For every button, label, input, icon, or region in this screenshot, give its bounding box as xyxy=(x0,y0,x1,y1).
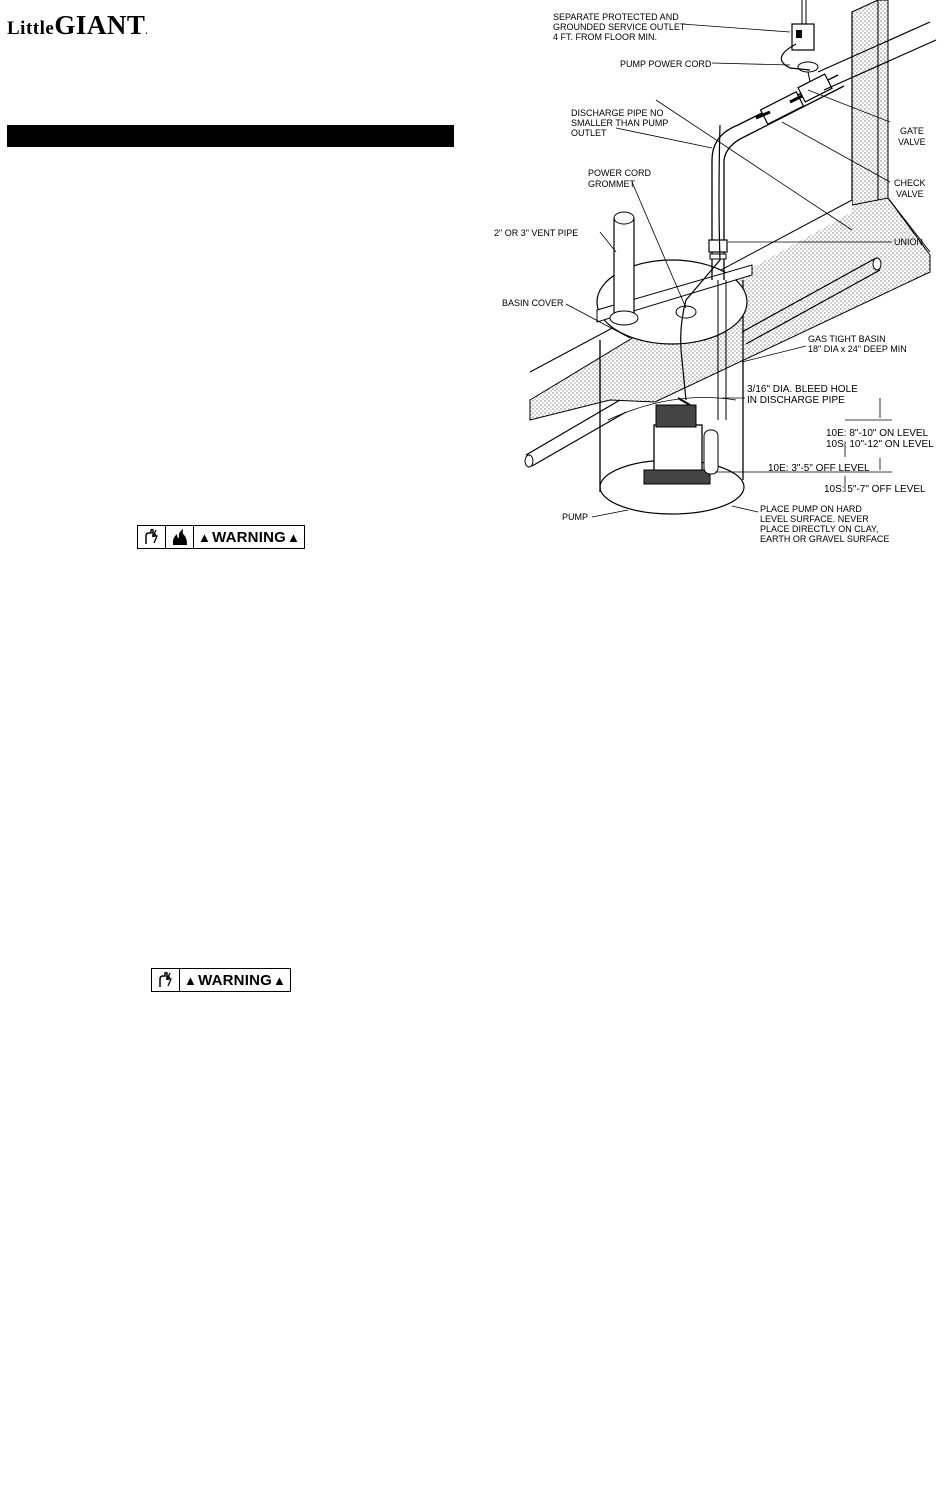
logo-little: Little xyxy=(7,18,55,39)
label-outlet: SEPARATE PROTECTED AND xyxy=(553,12,679,22)
label-surface: LEVEL SURFACE. NEVER xyxy=(760,514,869,524)
basement-wall xyxy=(851,0,889,230)
section-title-bar xyxy=(7,125,454,147)
label-on-level: 10E: 8"-10" ON LEVEL xyxy=(826,428,929,439)
sump-installation-diagram: SEPARATE PROTECTED AND GROUNDED SERVICE … xyxy=(494,0,937,544)
vent-pipe xyxy=(609,211,639,326)
label-surface: PLACE DIRECTLY ON CLAY, xyxy=(760,524,878,534)
electric-shock-icon xyxy=(152,969,180,991)
label-discharge: OUTLET xyxy=(571,128,607,138)
diagram-labels: SEPARATE PROTECTED AND GROUNDED SERVICE … xyxy=(494,12,934,544)
leader-lines xyxy=(565,23,892,518)
label-gas-basin: 18" DIA x 24" DEEP MIN xyxy=(808,344,907,354)
warning-text: WARNING xyxy=(198,971,272,989)
warning-triangle-icon: ▲ xyxy=(198,529,212,545)
discharge-pipe xyxy=(708,74,845,420)
check-valve xyxy=(755,90,805,126)
electric-shock-icon xyxy=(138,526,166,548)
warning-triangle-icon: ▲ xyxy=(286,529,301,545)
pump xyxy=(643,397,719,485)
fire-icon xyxy=(166,526,194,548)
label-outlet: 4 FT. FROM FLOOR MIN. xyxy=(553,32,657,42)
label-outlet: GROUNDED SERVICE OUTLET xyxy=(553,22,686,32)
label-off-level-e: 10E: 3"-5" OFF LEVEL xyxy=(768,463,870,474)
label-surface: EARTH OR GRAVEL SURFACE xyxy=(760,534,889,544)
inlet-pipe-left xyxy=(524,399,627,468)
warning-label-shock-fire: ▲ WARNING ▲ xyxy=(137,525,306,549)
inlet-pipe-right xyxy=(741,257,882,345)
label-vent-pipe: 2" OR 3" VENT PIPE xyxy=(494,228,578,238)
warning-label-shock: ▲ WARNING ▲ xyxy=(151,968,292,992)
service-outlet xyxy=(791,0,815,51)
little-giant-logo: Little GIANT . xyxy=(7,10,148,46)
label-power-cord: PUMP POWER CORD xyxy=(620,59,712,69)
label-basin-cover: BASIN COVER xyxy=(502,298,564,308)
warning-triangle-icon: ▲ xyxy=(272,972,287,988)
label-gas-basin: GAS TIGHT BASIN xyxy=(808,334,886,344)
label-off-level-s: 10S: 5"-7" OFF LEVEL xyxy=(824,484,926,495)
logo-mark: . xyxy=(145,26,148,36)
label-gate-valve: GATE xyxy=(900,126,924,136)
label-check-valve: CHECK xyxy=(894,178,926,188)
logo-giant: GIANT xyxy=(54,10,146,40)
sewer-line xyxy=(817,21,937,91)
power-cord xyxy=(680,43,811,401)
label-discharge: DISCHARGE PIPE NO xyxy=(571,108,664,118)
label-discharge: SMALLER THAN PUMP xyxy=(571,118,668,128)
warning-text: WARNING xyxy=(212,528,286,546)
label-surface: PLACE PUMP ON HARD xyxy=(760,504,862,514)
label-check-valve: VALVE xyxy=(896,189,924,199)
label-grommet: POWER CORD xyxy=(588,168,652,178)
label-union: UNION xyxy=(894,237,923,247)
label-on-level: 10S: 10"-12" ON LEVEL xyxy=(826,439,934,450)
label-bleed-hole: IN DISCHARGE PIPE xyxy=(747,395,845,406)
label-pump: PUMP xyxy=(562,512,588,522)
label-gate-valve: VALVE xyxy=(898,137,926,147)
warning-triangle-icon: ▲ xyxy=(184,972,198,988)
label-grommet: GROMMET xyxy=(588,179,635,189)
label-bleed-hole: 3/16" DIA. BLEED HOLE xyxy=(747,384,858,395)
